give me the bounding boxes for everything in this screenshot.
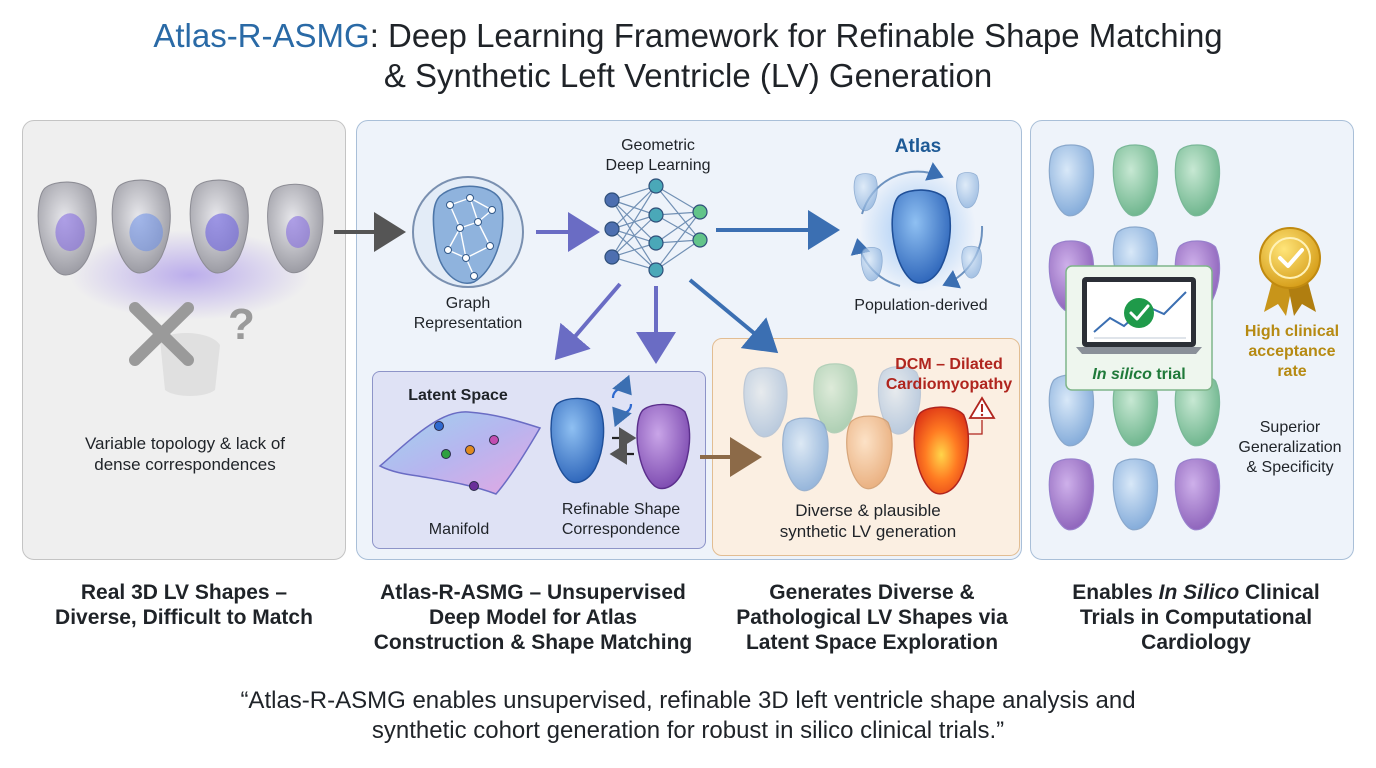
acceptance-label: High clinical acceptance rate	[1230, 322, 1354, 382]
title-line-2: & Synthetic Left Ventricle (LV) Generati…	[383, 57, 993, 94]
generalization-label-line-3: & Specificity	[1246, 459, 1334, 476]
caption-4-line-3: Cardiology	[1141, 631, 1251, 654]
correspondence-label: Refinable Shape Correspondence	[540, 500, 702, 540]
generalization-label: Superior Generalization & Specificity	[1226, 418, 1354, 478]
correspondence-label-line-2: Correspondence	[561, 521, 681, 538]
generalization-label-line-2: Generalization	[1238, 439, 1342, 456]
caption-3-line-3: Latent Space Exploration	[745, 631, 999, 654]
graph-label: Graph Representation	[400, 294, 536, 334]
refine-cycle-icon	[611, 374, 633, 428]
summary-quote: “Atlas-R-ASMG enables unsupervised, refi…	[0, 686, 1376, 746]
warning-icon	[968, 396, 996, 435]
acceptance-label-line-3: rate	[1277, 363, 1307, 380]
arrow-to-latent	[554, 282, 622, 361]
caption-2-line-2: Deep Model for Atlas	[428, 606, 638, 629]
graph-label-line-2: Representation	[413, 315, 523, 332]
atlas-shape	[850, 162, 984, 292]
lv-shape-gray-4	[267, 183, 324, 274]
atlas-title: Atlas	[894, 136, 942, 157]
caption-generation: Generates Diverse & Pathological LV Shap…	[712, 580, 1032, 655]
acceptance-label-line-1: High clinical	[1244, 323, 1340, 340]
manifold-label: Manifold	[428, 521, 490, 538]
dcm-label: DCM – Dilated Cardiomyopathy	[878, 355, 1020, 395]
caption-4-line-2: Trials in Computational	[1079, 606, 1313, 629]
panel1-note-line-1: Variable topology & lack of	[84, 434, 286, 453]
caption-3-line-2: Pathological LV Shapes via	[736, 606, 1008, 629]
graph-label-line-1: Graph	[445, 295, 491, 312]
gdl-label: Geometric Deep Learning	[576, 136, 740, 176]
arrow-to-generation	[688, 278, 779, 354]
gdl-label-line-1: Geometric	[621, 137, 695, 154]
caption-real-shapes: Real 3D LV Shapes – Diverse, Difficult t…	[22, 580, 346, 630]
acceptance-badge-icon	[1259, 227, 1321, 316]
synthetic-lv-shapes	[743, 363, 996, 495]
title-accent: Atlas-R-ASMG	[153, 17, 370, 54]
acceptance-label-line-2: acceptance	[1248, 343, 1336, 360]
correspondence-label-line-1: Refinable Shape	[561, 501, 681, 518]
mismatch-x-icon	[129, 302, 194, 366]
latent-manifold	[378, 411, 542, 495]
in-silico-trial-label: In silico trial	[1068, 364, 1210, 385]
question-mark-icon: ?	[228, 300, 255, 349]
graph-representation-icon	[412, 176, 524, 288]
latent-space-title: Latent Space	[408, 387, 508, 404]
caption-4-line-1: Enables In Silico Clinical	[1036, 580, 1356, 605]
caption-4-italic: In Silico	[1158, 581, 1240, 604]
real-lv-shapes	[37, 179, 324, 396]
caption-1-line-2: Diverse, Difficult to Match	[55, 606, 313, 629]
neural-network-icon	[604, 178, 708, 278]
generation-label-line-2: synthetic LV generation	[779, 522, 957, 541]
title-line-1: Atlas-R-ASMG: Deep Learning Framework fo…	[0, 16, 1376, 56]
page-title: Atlas-R-ASMG: Deep Learning Framework fo…	[0, 16, 1376, 96]
in-silico-trial-rest: trial	[1151, 366, 1186, 383]
caption-model: Atlas-R-ASMG – Unsupervised Deep Model f…	[356, 580, 710, 655]
caption-1-line-1: Real 3D LV Shapes –	[80, 581, 288, 604]
in-silico-trial-italic: In silico	[1092, 366, 1152, 383]
quote-line-1: “Atlas-R-ASMG enables unsupervised, refi…	[240, 687, 1136, 714]
quote-line-2: synthetic cohort generation for robust i…	[371, 717, 1005, 744]
caption-4-post: Clinical	[1239, 581, 1320, 604]
caption-3-line-1: Generates Diverse &	[769, 581, 975, 604]
lv-shape-gray-3	[189, 179, 249, 274]
atlas-label: Population-derived	[854, 297, 988, 314]
generation-label-line-1: Diverse & plausible	[795, 501, 941, 520]
title-rest: : Deep Learning Framework for Refinable …	[369, 17, 1223, 54]
panel1-note: Variable topology & lack of dense corres…	[40, 433, 330, 475]
dcm-label-line-1: DCM – Dilated	[895, 356, 1003, 373]
correspondence-shapes	[550, 397, 691, 490]
generation-label: Diverse & plausible synthetic LV generat…	[736, 500, 1000, 542]
lv-shape-gray-2	[111, 179, 171, 274]
panel1-note-line-2: dense correspondences	[94, 455, 276, 474]
caption-2-line-3: Construction & Shape Matching	[373, 631, 693, 654]
caption-4-pre: Enables	[1072, 581, 1159, 604]
generalization-label-line-1: Superior	[1259, 419, 1321, 436]
caption-2-line-1: Atlas-R-ASMG – Unsupervised	[380, 581, 686, 604]
gdl-label-line-2: Deep Learning	[605, 157, 711, 174]
caption-in-silico: Enables In Silico Clinical Trials in Com…	[1036, 580, 1356, 655]
dcm-label-line-2: Cardiomyopathy	[885, 376, 1013, 393]
laptop-icon	[1065, 265, 1213, 391]
lv-shape-gray-1	[37, 181, 97, 276]
